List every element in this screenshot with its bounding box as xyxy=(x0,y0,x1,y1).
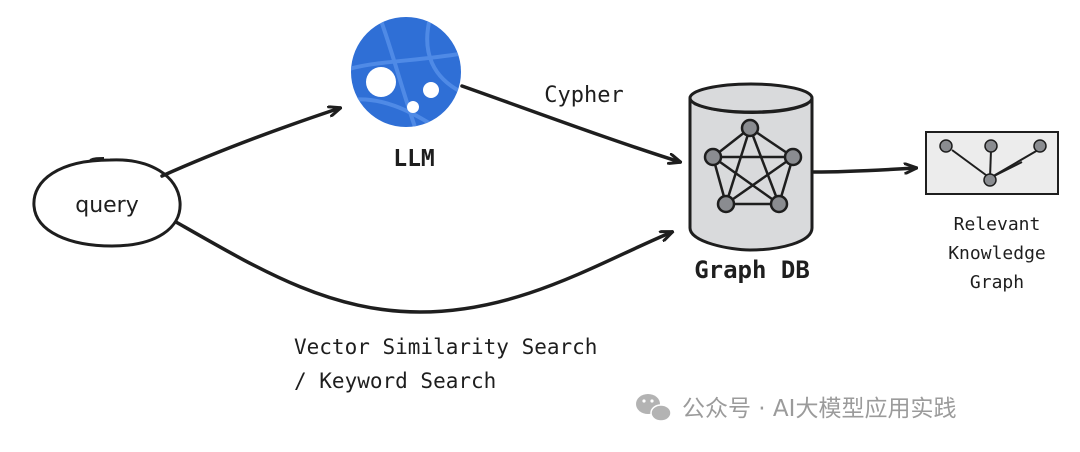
vector-search-label-line2: / Keyword Search xyxy=(294,369,496,393)
vector-search-label-line1: Vector Similarity Search xyxy=(294,335,597,359)
result-label-line3: Graph xyxy=(970,272,1024,293)
graph-db-network-icon xyxy=(703,118,803,214)
cypher-label: Cypher xyxy=(544,83,623,108)
wechat-icon xyxy=(636,394,672,422)
llm-globe-icon xyxy=(351,17,461,127)
query-to-db-arrow xyxy=(174,220,672,314)
query-label: query xyxy=(75,193,139,218)
db-to-result-arrow xyxy=(812,168,916,172)
knowledge-graph-panel xyxy=(925,131,1059,195)
llm-label: LLM xyxy=(393,146,435,172)
llm-to-db-arrow xyxy=(460,84,680,162)
query-to-llm-arrow xyxy=(160,108,340,178)
result-label-line1: Relevant xyxy=(954,214,1041,235)
result-label-line2: Knowledge xyxy=(948,243,1046,264)
graph-db-cylinder-icon xyxy=(688,82,814,252)
graph-db-label: Graph DB xyxy=(694,256,810,284)
watermark-text: 公众号 · AI大模型应用实践 xyxy=(682,396,956,422)
query-node: query xyxy=(32,157,182,248)
